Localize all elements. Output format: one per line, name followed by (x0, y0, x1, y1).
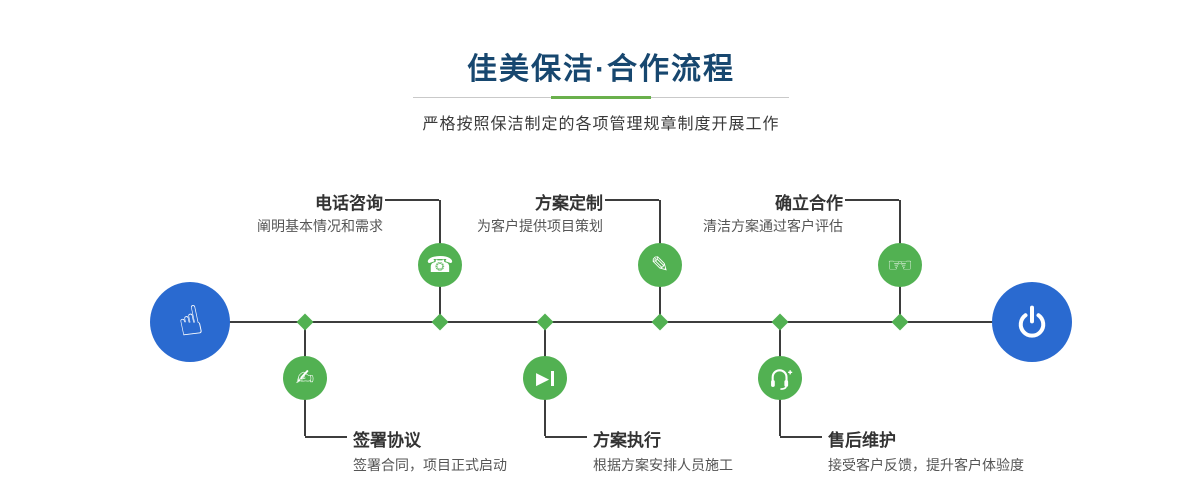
play-bar-shape (551, 370, 555, 386)
timeline-diamond (651, 313, 669, 331)
start-node: ☝ (150, 282, 230, 362)
step-desc-plan-execution: 根据方案安排人员施工 (593, 457, 733, 473)
connector-line (385, 199, 439, 201)
timeline-diamond (296, 313, 314, 331)
handshake-icon: ☞☜ (887, 255, 912, 275)
step-desc-establish-cooperation: 清洁方案通过客户评估 (703, 218, 843, 234)
step-node-phone-consult: ☎ (418, 243, 462, 287)
power-icon (1018, 305, 1046, 338)
step-title-plan-execution: 方案执行 (593, 431, 661, 450)
step-title-establish-cooperation: 确立合作 (775, 194, 843, 213)
step-title-phone-consult: 电话咨询 (315, 194, 383, 213)
design-pencil-icon: ✎ (650, 252, 670, 277)
timeline-diamond (771, 313, 789, 331)
step-desc-phone-consult: 阐明基本情况和需求 (257, 218, 383, 234)
connector-line (545, 436, 587, 438)
step-desc-after-sales: 接受客户反馈，提升客户体验度 (828, 457, 1024, 473)
step-title-sign-agreement: 签署协议 (353, 431, 421, 450)
timeline-diamond (891, 313, 909, 331)
step-node-after-sales (758, 356, 802, 400)
timeline-diamond (431, 313, 449, 331)
title-divider (413, 96, 789, 100)
headset-icon (771, 369, 793, 390)
step-node-plan-execution: ▶ (523, 356, 567, 400)
step-desc-sign-agreement: 签署合同，项目正式启动 (353, 457, 507, 473)
divider-accent (551, 96, 651, 99)
step-node-sign-agreement: ✍ (283, 356, 327, 400)
timeline-diamond (536, 313, 554, 331)
timeline-line (190, 321, 1032, 323)
end-node (992, 282, 1072, 362)
step-node-plan-customization: ✎ (638, 243, 682, 287)
step-desc-plan-customization: 为客户提供项目策划 (477, 218, 603, 234)
phone-icon: ☎ (426, 252, 454, 277)
connector-line (780, 436, 822, 438)
pointer-hand-icon: ☝ (173, 297, 207, 347)
connector-line (845, 199, 899, 201)
play-icon: ▶ (535, 368, 550, 388)
page-subtitle: 严格按照保洁制定的各项管理规章制度开展工作 (422, 116, 780, 133)
connector-line (305, 436, 347, 438)
connector-line (605, 199, 659, 201)
step-title-plan-customization: 方案定制 (535, 194, 603, 213)
step-node-establish-cooperation: ☞☜ (878, 243, 922, 287)
page-title: 佳美保洁·合作流程 (467, 53, 735, 86)
step-title-after-sales: 售后维护 (828, 431, 896, 450)
contract-icon: ✍ (295, 365, 315, 390)
